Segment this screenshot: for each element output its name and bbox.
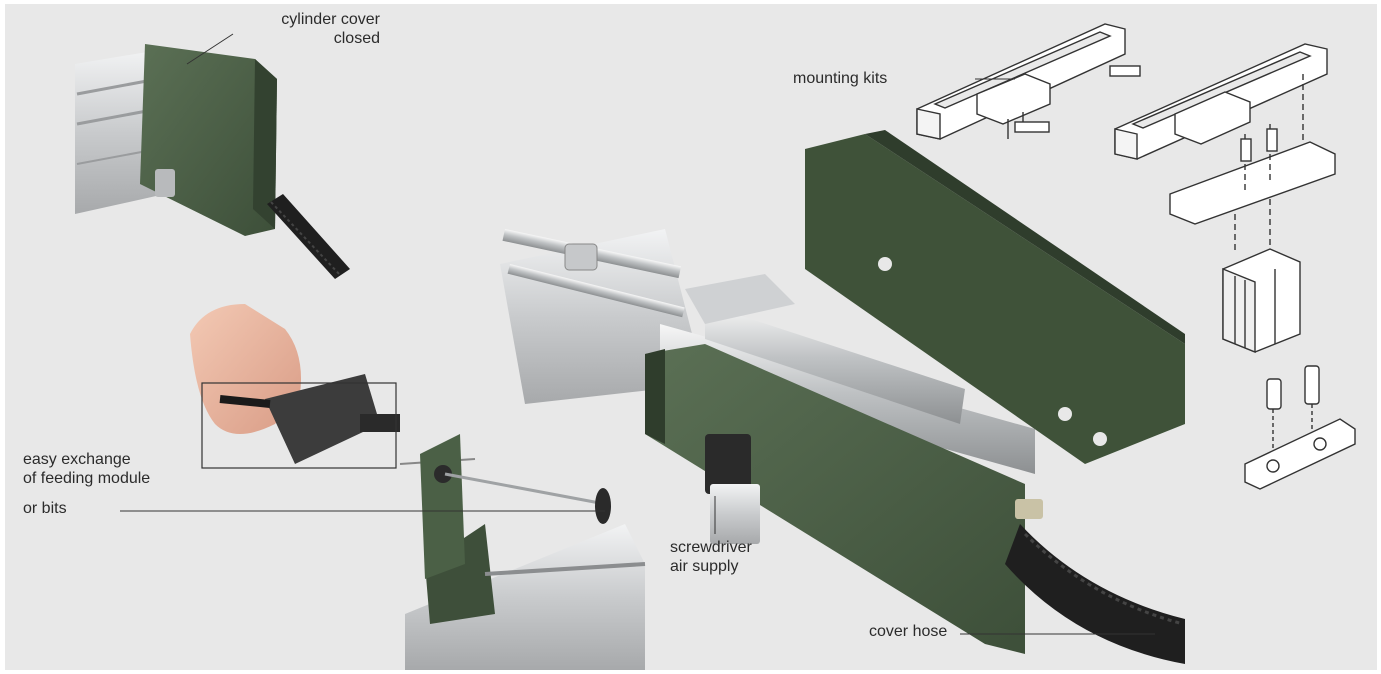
cylinder-cover-leader [186,33,234,65]
illustration-svg [75,23,1356,670]
mounting-kits-label: mounting kits [793,70,888,87]
easy-exchange-label-line2: of feeding module [23,470,151,487]
feeding-module-callout-box [201,382,397,469]
screwdriver-label-line1: screwdriver [670,539,752,556]
main-unit-photo [500,130,1185,664]
cylinder-cover-closed-photo [75,44,350,279]
cylinder-cover-label-line1: cylinder cover [281,11,380,28]
or-bits-label: or bits [23,500,67,517]
cover-hose-label: cover hose [869,623,948,640]
product-illustration: cylinder cover closed mounting kits easy… [5,4,1377,670]
feeding-module-photo [190,304,646,670]
screwdriver-label-line2: air supply [670,558,739,575]
mounting-kits-drawing [916,23,1356,490]
easy-exchange-label: easy exchange of feeding module [23,450,150,488]
screwdriver-air-supply-label: screwdriver air supply [670,538,752,576]
easy-exchange-label-line1: easy exchange [23,451,131,468]
cylinder-cover-label-line2: closed [333,30,380,47]
cylinder-cover-label: cylinder cover closed [230,10,380,48]
